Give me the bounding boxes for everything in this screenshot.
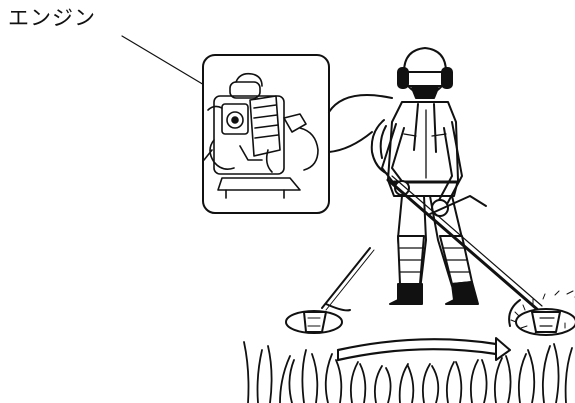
swing-arrow: [338, 338, 510, 360]
grass: [244, 342, 572, 403]
operator: [372, 48, 478, 304]
brush-cutter-ghost: [286, 248, 374, 333]
